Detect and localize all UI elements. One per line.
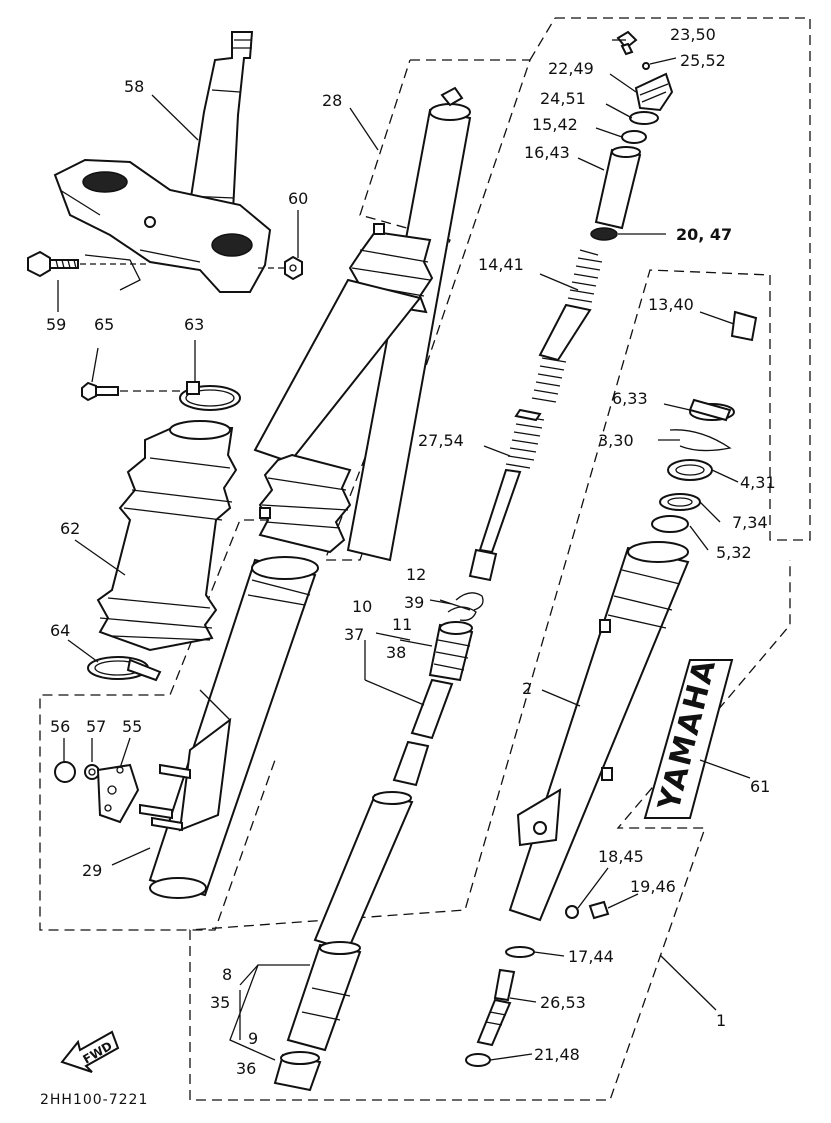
callout-35: 35 bbox=[210, 993, 230, 1012]
outer-tube-2 bbox=[508, 541, 690, 922]
callout-25-52: 25,52 bbox=[680, 51, 726, 70]
right-seal-parts bbox=[651, 310, 758, 533]
callout-10: 10 bbox=[352, 597, 372, 616]
callout-39: 39 bbox=[404, 593, 424, 612]
callout-55: 55 bbox=[122, 717, 142, 736]
callout-62: 62 bbox=[60, 519, 80, 538]
clamp-64 bbox=[87, 656, 162, 682]
callout-3-30: 3,30 bbox=[598, 431, 634, 450]
callout-37: 37 bbox=[344, 625, 364, 644]
callout-18-45: 18,45 bbox=[598, 847, 644, 866]
nut-60 bbox=[258, 255, 303, 281]
callout-60: 60 bbox=[288, 189, 308, 208]
callout-12: 12 bbox=[406, 565, 426, 584]
callout-22-49: 22,49 bbox=[548, 59, 594, 78]
parts-55-56-57 bbox=[54, 761, 140, 824]
callout-5-32: 5,32 bbox=[716, 543, 752, 562]
steering-stem bbox=[53, 31, 272, 293]
callout-21-48: 21,48 bbox=[534, 1045, 580, 1064]
callout-15-42: 15,42 bbox=[532, 115, 578, 134]
callout-58: 58 bbox=[124, 77, 144, 96]
outline-left-outer-tube bbox=[39, 519, 276, 931]
outline-tube-guide bbox=[529, 17, 556, 61]
callout-56: 56 bbox=[50, 717, 70, 736]
callout-11: 11 bbox=[392, 615, 412, 634]
callout-24-51: 24,51 bbox=[540, 89, 586, 108]
callout-29: 29 bbox=[82, 861, 102, 880]
diagram-code: 2HH100-7221 bbox=[40, 1092, 148, 1108]
inner-tube-8-9 bbox=[273, 791, 414, 1092]
pinch-bolt-59 bbox=[27, 250, 150, 278]
callout-59: 59 bbox=[46, 315, 66, 334]
inner-tube-28 bbox=[253, 86, 472, 562]
callout-1: 1 bbox=[716, 1011, 726, 1030]
callout-28: 28 bbox=[322, 91, 342, 110]
callout-23-50: 23,50 bbox=[670, 25, 716, 44]
callout-9: 9 bbox=[248, 1029, 258, 1048]
callout-labels: 23,50 25,52 22,49 24,51 15,42 16,43 20, … bbox=[46, 25, 776, 1078]
callout-13-40: 13,40 bbox=[648, 295, 694, 314]
fwd-arrow: FWD bbox=[60, 1030, 120, 1073]
callout-27-54: 27,54 bbox=[418, 431, 464, 450]
fork-spring-14 bbox=[531, 249, 603, 403]
callout-19-46: 19,46 bbox=[630, 877, 676, 896]
damper-rod-27 bbox=[468, 408, 545, 582]
callout-14-41: 14,41 bbox=[478, 255, 524, 274]
callout-65: 65 bbox=[94, 315, 114, 334]
callout-8: 8 bbox=[222, 965, 232, 984]
callout-36: 36 bbox=[236, 1059, 256, 1078]
ring-12-39 bbox=[447, 592, 484, 621]
cap-bolt-assembly bbox=[590, 30, 674, 241]
piston-10-11 bbox=[392, 621, 474, 787]
callout-61: 61 bbox=[750, 777, 770, 796]
callout-38: 38 bbox=[386, 643, 406, 662]
fork-boot-62 bbox=[96, 420, 238, 652]
callout-26-53: 26,53 bbox=[540, 993, 586, 1012]
callout-6-33: 6,33 bbox=[612, 389, 648, 408]
callout-16-43: 16,43 bbox=[524, 143, 570, 162]
callout-17-44: 17,44 bbox=[568, 947, 614, 966]
caliper-studs bbox=[139, 763, 191, 832]
outer-tube-29 bbox=[139, 556, 319, 899]
callout-63: 63 bbox=[184, 315, 204, 334]
callout-2: 2 bbox=[522, 679, 532, 698]
callout-4-31: 4,31 bbox=[740, 473, 776, 492]
callout-57: 57 bbox=[86, 717, 106, 736]
callout-64: 64 bbox=[50, 621, 70, 640]
yamaha-decal-61: YAMAHA bbox=[643, 655, 734, 819]
leader-lines bbox=[57, 39, 751, 1061]
callout-7-34: 7,34 bbox=[732, 513, 768, 532]
callout-20-47: 20, 47 bbox=[676, 225, 732, 244]
lower-small-parts bbox=[465, 900, 610, 1067]
clamp-63-with-bolt-65 bbox=[81, 381, 241, 411]
